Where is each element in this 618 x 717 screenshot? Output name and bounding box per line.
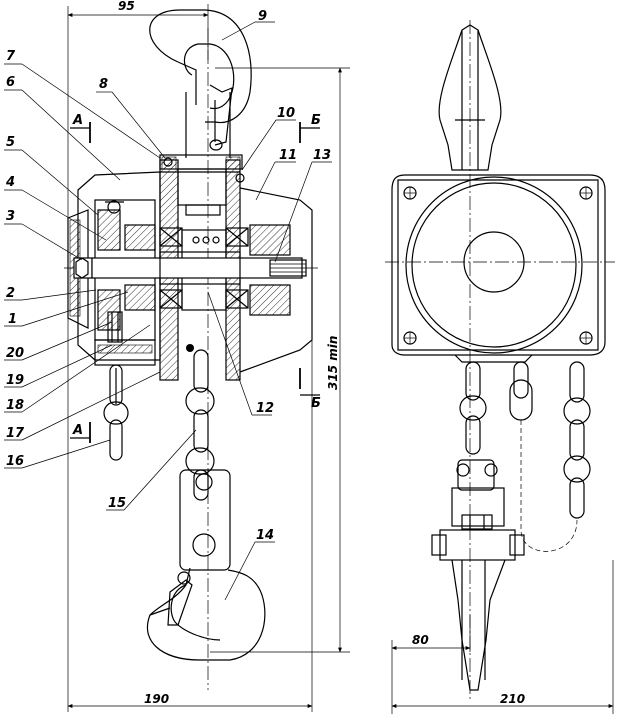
left-section-view [64,9,318,690]
part-label-10: 10 [277,106,295,121]
part-label-20: 20 [6,346,24,361]
part-label-8: 8 [99,77,108,92]
part-label-13: 13 [313,148,331,163]
section-mark-a-bottom: А [70,422,91,443]
part-label-16: 16 [6,454,24,469]
hand-chain [103,364,129,461]
part-label-4: 4 [5,175,15,190]
part-label-17: 17 [6,426,25,441]
part-label-11: 11 [279,148,297,163]
part-label-2: 2 [6,286,15,301]
svg-text:Б: Б [311,396,321,411]
part-label-19: 19 [6,373,24,388]
svg-text:А: А [72,423,83,438]
part-label-6: 6 [6,75,15,90]
dimension-80: 80 [391,615,471,652]
part-label-7: 7 [6,49,16,64]
part-labels: 9 7 6 8 10 11 13 5 4 3 2 1 20 [4,9,332,601]
right-chains [459,361,591,552]
section-mark-b-bottom: Б [299,368,321,411]
part-label-1: 1 [8,312,17,327]
part-label-12: 12 [256,401,274,416]
svg-text:А: А [72,113,83,128]
svg-text:Б: Б [311,113,321,128]
part-label-15: 15 [108,496,126,511]
section-mark-b-top: Б [299,113,321,143]
load-chain [185,349,215,501]
part-label-5: 5 [6,135,15,150]
dimension-315-label: 315 min [326,336,340,390]
dimension-190-label: 190 [144,692,169,706]
dimension-210: 210 [391,560,614,714]
part-label-18: 18 [6,398,24,413]
dimension-210-label: 210 [500,692,525,706]
dimension-95-label: 95 [118,0,135,13]
dimension-190: 190 [67,22,313,712]
dimension-80-label: 80 [412,633,429,647]
section-mark-a-top: А [70,113,91,143]
part-label-3: 3 [6,209,15,224]
right-side-view [385,20,615,700]
part-label-14: 14 [256,528,274,543]
dimension-315-min: 315 min [210,67,350,653]
part-label-9: 9 [258,9,267,24]
